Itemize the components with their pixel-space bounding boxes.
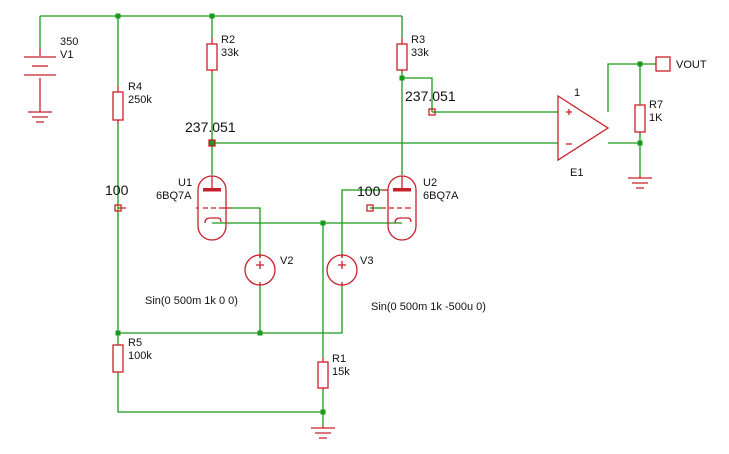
r2-name: R2: [221, 34, 235, 46]
vout-port[interactable]: VOUT: [655, 56, 707, 72]
v3-function: Sin(0 500m 1k -500u 0): [371, 301, 486, 313]
r4-value: 250k: [128, 94, 152, 106]
r1-value: 15k: [332, 366, 350, 378]
r7-value: 1K: [649, 112, 663, 124]
u1-plate-voltage: 237.051: [185, 119, 236, 135]
u2-plate-voltage: 237.051: [405, 88, 456, 104]
v1-name: V1: [60, 49, 73, 61]
resistor-r4[interactable]: R4 250k: [112, 81, 152, 124]
u1-grid-voltage: 100: [105, 182, 129, 198]
node-marker-u1-grid[interactable]: 100: [105, 182, 129, 212]
r3-name: R3: [411, 34, 425, 46]
r4-name: R4: [128, 81, 142, 93]
resistor-r7[interactable]: R7 1K: [634, 99, 663, 133]
r2-value: 33k: [221, 47, 239, 59]
e1-gain: 1: [574, 87, 580, 99]
junction-dots: [115, 13, 643, 415]
v2-name: V2: [280, 255, 293, 267]
r1-name: R1: [332, 353, 346, 365]
u1-name: U1: [178, 177, 192, 189]
resistor-r2[interactable]: R2 33k: [206, 34, 239, 72]
wires: [39, 15, 656, 426]
r3-value: 33k: [411, 47, 429, 59]
u2-type: 6BQ7A: [423, 190, 459, 202]
source-v3[interactable]: V3 Sin(0 500m 1k -500u 0): [326, 254, 486, 313]
node-marker-u2-grid[interactable]: 100: [357, 183, 381, 212]
tube-u2[interactable]: U2 6BQ7A: [382, 175, 459, 241]
resistor-r3[interactable]: R3 33k: [396, 34, 429, 72]
r5-name: R5: [128, 337, 142, 349]
vout-label: VOUT: [676, 59, 707, 71]
u2-name: U2: [423, 177, 437, 189]
u2-grid-voltage: 100: [357, 183, 381, 199]
node-marker-u2-plate[interactable]: 237.051: [405, 88, 456, 116]
v1-value: 350: [60, 36, 78, 48]
tube-u1[interactable]: U1 6BQ7A: [122, 175, 232, 241]
resistor-r1[interactable]: R1 15k: [317, 353, 350, 390]
u1-type: 6BQ7A: [156, 190, 192, 202]
amplifier-e1[interactable]: 1 E1: [557, 87, 610, 179]
resistor-r5[interactable]: R5 100k: [112, 337, 152, 373]
source-v2[interactable]: V2 Sin(0 500m 1k 0 0): [145, 254, 293, 307]
node-marker-u1-plate[interactable]: 237.051: [185, 119, 236, 147]
e1-name: E1: [570, 167, 583, 179]
ground-symbol-r7: [628, 176, 652, 189]
r5-value: 100k: [128, 350, 152, 362]
v2-function: Sin(0 500m 1k 0 0): [145, 295, 238, 307]
ground-symbol-r1: [311, 426, 335, 439]
v3-name: V3: [360, 255, 373, 267]
r7-name: R7: [649, 99, 663, 111]
source-v1[interactable]: 350 V1: [24, 36, 78, 123]
